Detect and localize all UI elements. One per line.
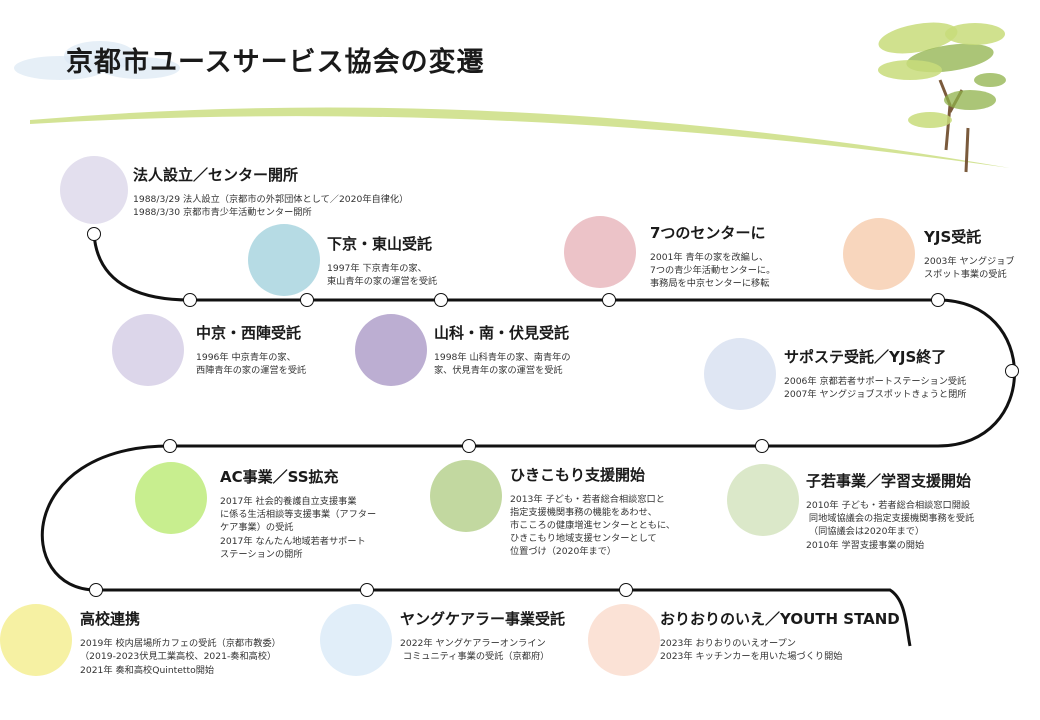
event-color-circle bbox=[704, 338, 776, 410]
timeline-node bbox=[931, 293, 945, 307]
event-description: 2023年 おりおりのいえオープン 2023年 キッチンカーを用いた場づくり開始 bbox=[660, 638, 843, 662]
event-heading: 子若事業／学習支援開始 bbox=[806, 472, 972, 490]
timeline-node bbox=[755, 439, 769, 453]
event-block: 中京・西陣受託 1996年 中京青年の家、 西陣青年の家の運営を受託 bbox=[196, 322, 376, 377]
event-color-circle bbox=[0, 604, 72, 676]
event-color-circle bbox=[248, 224, 320, 296]
event-block: 法人設立／センター開所 1988/3/29 法人設立（京都市の外郭団体として／20… bbox=[133, 164, 493, 219]
event-description: 2010年 学習支援事業の開始 bbox=[806, 540, 925, 551]
timeline-node bbox=[602, 293, 616, 307]
page-title: 京都市ユースサービス協会の変遷 bbox=[66, 47, 485, 78]
event-block: 山科・南・伏見受託 1998年 山科青年の家、南青年の 家、伏見青年の家の運営を受… bbox=[434, 322, 634, 377]
timeline-node bbox=[462, 439, 476, 453]
timeline-node bbox=[183, 293, 197, 307]
event-color-circle bbox=[112, 314, 184, 386]
event-color-circle bbox=[355, 314, 427, 386]
event-description: 2021年 奏和高校Quintetto開始 bbox=[80, 665, 215, 676]
event-description: 2019年 校内居場所カフェの受託（京都市教委） （2019-2023伏見工業高… bbox=[80, 638, 281, 662]
event-description: 1996年 中京青年の家、 西陣青年の家の運営を受託 bbox=[196, 352, 307, 376]
event-color-circle bbox=[60, 156, 128, 224]
timeline-node bbox=[619, 583, 633, 597]
event-block: サポステ受託／YJS終了 2006年 京都若者サポートステーション受託 2007年… bbox=[784, 346, 1024, 401]
cloud-decoration bbox=[14, 41, 180, 80]
timeline-node bbox=[360, 583, 374, 597]
event-heading: 下京・東山受託 bbox=[327, 235, 433, 253]
event-heading: 山科・南・伏見受託 bbox=[434, 324, 570, 342]
event-description: 2017年 なんたん地域若者サポート ステーションの開所 bbox=[220, 536, 366, 560]
event-heading: 7つのセンターに bbox=[650, 224, 766, 242]
event-description: 1988/3/29 法人設立（京都市の外郭団体として／2020年自律化） 198… bbox=[133, 194, 409, 218]
event-description: 1997年 下京青年の家、 東山青年の家の運営を受託 bbox=[327, 263, 438, 287]
event-color-circle bbox=[727, 464, 799, 536]
tree-illustration bbox=[878, 22, 1006, 173]
event-heading: おりおりのいえ／YOUTH STAND bbox=[660, 610, 900, 628]
event-heading: YJS受託 bbox=[924, 228, 982, 246]
event-block: おりおりのいえ／YOUTH STAND 2023年 おりおりのいえオープン 202… bbox=[660, 608, 940, 663]
event-description: 2013年 子ども・若者総合相談窓口と 指定支援機関事務の機能をあわせ、 市ここ… bbox=[510, 494, 676, 557]
timeline-node bbox=[163, 439, 177, 453]
event-description: 2017年 社会的養護自立支援事業 に係る生活相談等支援事業（アフター ケア事業… bbox=[220, 496, 377, 533]
event-color-circle bbox=[564, 216, 636, 288]
event-heading: 法人設立／センター開所 bbox=[133, 166, 299, 184]
event-block: 子若事業／学習支援開始 2010年 子ども・若者総合相談窓口開設 同地域協議会の指… bbox=[806, 470, 1040, 552]
event-description: 2003年 ヤングジョブ スポット事業の受託 bbox=[924, 256, 1015, 280]
event-block: ヤングケアラー事業受託 2022年 ヤングケアラーオンライン コミュニティ事業の受… bbox=[400, 608, 600, 663]
event-color-circle bbox=[430, 460, 502, 532]
event-color-circle bbox=[588, 604, 660, 676]
timeline-node bbox=[1005, 364, 1019, 378]
event-block: 高校連携 2019年 校内居場所カフェの受託（京都市教委） （2019-2023伏… bbox=[80, 608, 340, 677]
event-block: AC事業／SS拡充 2017年 社会的養護自立支援事業 に係る生活相談等支援事業（… bbox=[220, 466, 420, 561]
event-description: 2010年 子ども・若者総合相談窓口開設 同地域協議会の指定支援機関事務を受託 … bbox=[806, 500, 975, 537]
event-description: 2022年 ヤングケアラーオンライン コミュニティ事業の受託（京都府） bbox=[400, 638, 550, 662]
event-description: 2001年 青年の家を改編し、 7つの青少年活動センターに。 事務局を中京センタ… bbox=[650, 252, 776, 289]
event-block: ひきこもり支援開始 2013年 子ども・若者総合相談窓口と 指定支援機関事務の機能… bbox=[510, 464, 730, 558]
event-block: YJS受託 2003年 ヤングジョブ スポット事業の受託 bbox=[924, 226, 1040, 281]
timeline-node bbox=[87, 227, 101, 241]
event-color-circle bbox=[843, 218, 915, 290]
event-heading: 中京・西陣受託 bbox=[196, 324, 302, 342]
event-block: 下京・東山受託 1997年 下京青年の家、 東山青年の家の運営を受託 bbox=[327, 233, 527, 288]
event-block: 7つのセンターに 2001年 青年の家を改編し、 7つの青少年活動センターに。 事… bbox=[650, 222, 820, 290]
event-color-circle bbox=[135, 462, 207, 534]
event-description: 2006年 京都若者サポートステーション受託 2007年 ヤングジョブスポットき… bbox=[784, 376, 967, 400]
event-heading: 高校連携 bbox=[80, 610, 141, 628]
event-heading: AC事業／SS拡充 bbox=[220, 468, 339, 486]
timeline-node bbox=[434, 293, 448, 307]
timeline-node bbox=[300, 293, 314, 307]
event-heading: サポステ受託／YJS終了 bbox=[784, 348, 947, 366]
green-hill-stroke bbox=[30, 107, 1010, 168]
event-color-circle bbox=[320, 604, 392, 676]
event-description: 1998年 山科青年の家、南青年の 家、伏見青年の家の運営を受託 bbox=[434, 352, 571, 376]
event-heading: ひきこもり支援開始 bbox=[510, 466, 646, 484]
event-heading: ヤングケアラー事業受託 bbox=[400, 610, 566, 628]
timeline-node bbox=[89, 583, 103, 597]
